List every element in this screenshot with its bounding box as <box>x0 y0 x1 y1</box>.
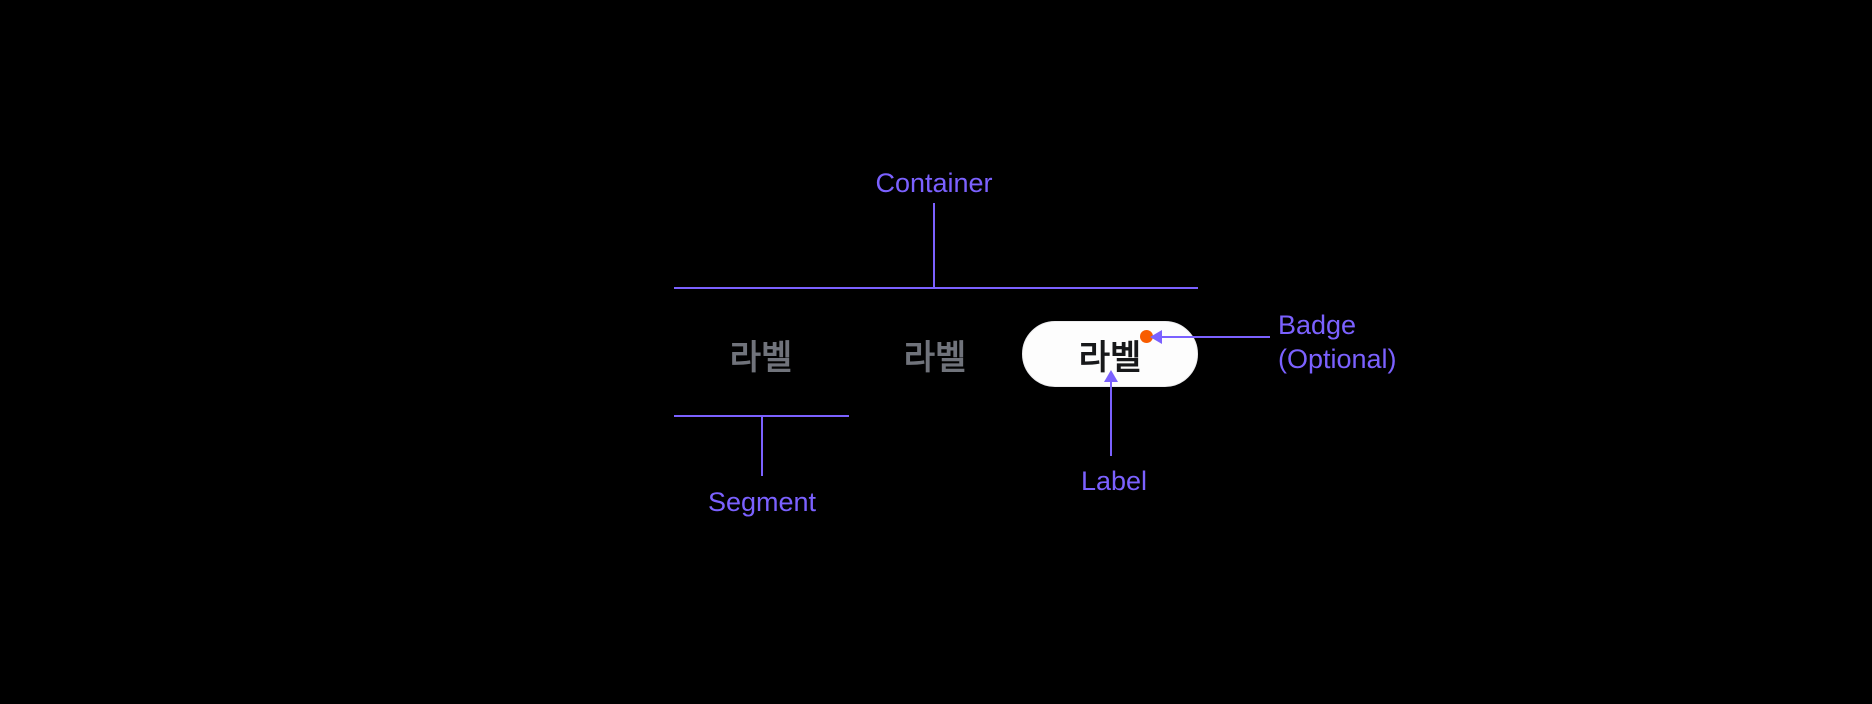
segment-connector-line <box>761 417 763 476</box>
badge-dot <box>1140 330 1153 343</box>
segment-1[interactable]: 라벨 <box>674 321 848 387</box>
container-boundary-line <box>674 287 1198 289</box>
badge-arrow-line <box>1160 336 1270 338</box>
badge-annotation-line1: Badge <box>1278 310 1357 340</box>
badge-annotation-label: Badge (Optional) <box>1278 308 1397 376</box>
segment-2-label: 라벨 <box>903 338 967 377</box>
segment-2[interactable]: 라벨 <box>848 321 1022 387</box>
segment-annotation-label: Segment <box>707 487 817 517</box>
badge-annotation-line2: (Optional) <box>1278 344 1397 374</box>
container-annotation-label: Container <box>875 168 993 198</box>
badge-arrowhead-icon <box>1150 330 1162 344</box>
label-arrow-line <box>1110 380 1112 456</box>
segment-underline <box>674 415 849 417</box>
label-annotation-label: Label <box>1080 466 1148 496</box>
segment-1-label: 라벨 <box>729 338 793 377</box>
container-connector-line <box>933 203 935 287</box>
label-arrowhead-icon <box>1104 370 1118 382</box>
segmented-control: 라벨 라벨 라벨 <box>674 321 1198 387</box>
